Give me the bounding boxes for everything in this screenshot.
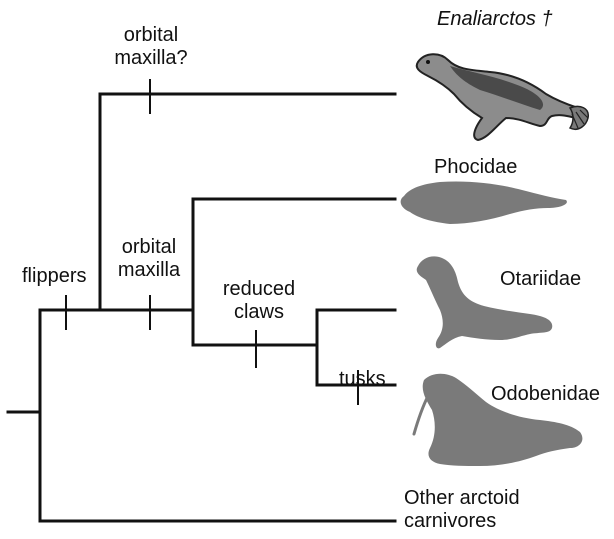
character-label-orbital-maxilla-q-line1: orbital [104, 24, 198, 47]
character-label-orbital-maxilla-q: orbital maxilla? [104, 24, 198, 70]
taxon-label-otariidae: Otariidae [500, 268, 581, 291]
character-label-tusks: tusks [339, 368, 386, 391]
seal-silhouette-icon [401, 181, 567, 224]
character-label-reduced-claws: reduced claws [212, 278, 306, 324]
taxon-label-outgroup: Other arctoid carnivores [404, 487, 520, 533]
character-label-orbital-maxilla: orbital maxilla [108, 236, 190, 282]
character-label-orbital-maxilla-q-line2: maxilla? [104, 47, 198, 70]
enaliarctos-illustration-icon [417, 54, 589, 140]
taxon-label-odobenidae: Odobenidae [491, 383, 600, 406]
taxon-label-phocidae: Phocidae [434, 156, 517, 179]
taxon-label-enaliarctos: Enaliarctos † [437, 8, 553, 31]
character-label-reduced-claws-line2: claws [212, 301, 306, 324]
character-label-orbital-maxilla-line2: maxilla [108, 259, 190, 282]
character-label-flippers: flippers [22, 265, 86, 288]
character-label-orbital-maxilla-line1: orbital [108, 236, 190, 259]
taxon-label-outgroup-line2: carnivores [404, 510, 520, 533]
character-label-reduced-claws-line1: reduced [212, 278, 306, 301]
taxon-label-outgroup-line1: Other arctoid [404, 487, 520, 510]
